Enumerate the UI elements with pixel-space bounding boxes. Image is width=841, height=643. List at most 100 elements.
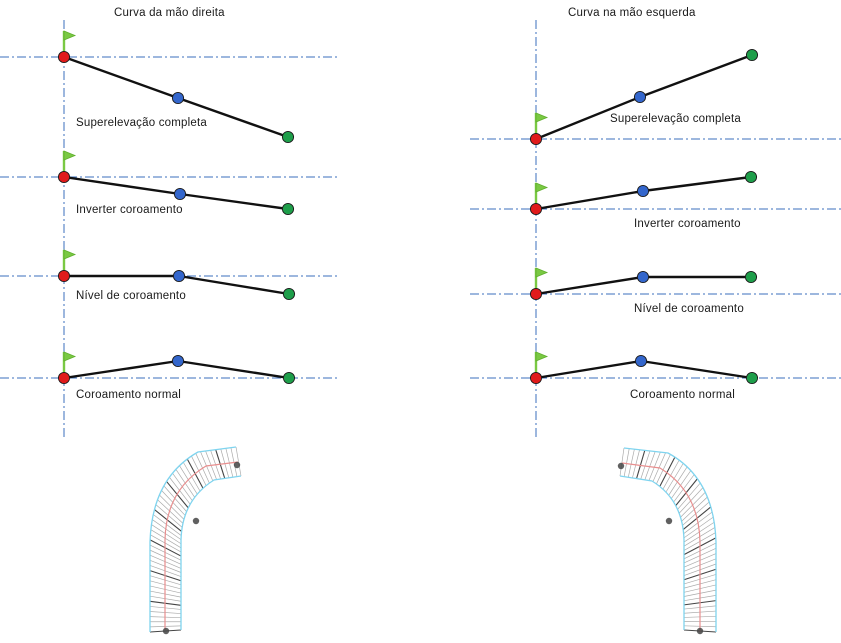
- profile-point-end[interactable]: [281, 130, 295, 144]
- profile-point-start-shape: [57, 170, 71, 184]
- plan-cross-section: [186, 458, 204, 489]
- plan-cross-section: [683, 568, 717, 581]
- plan-cross-section: [149, 600, 182, 606]
- plan-cross-section: [195, 453, 210, 484]
- station-flag-icon: [62, 249, 77, 276]
- plan-cross-section: [149, 616, 182, 619]
- profile-point-mid[interactable]: [172, 269, 186, 283]
- plan-cross-section: [683, 553, 717, 568]
- profile-point-mid-shape: [171, 354, 185, 368]
- station-flag-icon: [534, 267, 549, 294]
- profile-point-mid[interactable]: [636, 270, 650, 284]
- plan-cross-section: [627, 449, 635, 478]
- plan-cross-section: [683, 615, 717, 618]
- station-flag-icon: [62, 30, 77, 57]
- profile-point-end-shape: [745, 48, 759, 62]
- panel-title: Curva na mão esquerda: [568, 7, 696, 19]
- plan-cross-section: [152, 519, 182, 540]
- plan-cross-section: [683, 516, 714, 539]
- station-flag-icon-banner: [535, 112, 549, 123]
- stage-inverter-coroamento: [470, 170, 841, 216]
- plan-cross-section: [220, 448, 230, 478]
- profile-point-start-shape: [529, 202, 543, 216]
- plan-cross-section: [636, 450, 646, 479]
- profile-point-mid[interactable]: [636, 184, 650, 198]
- plan-cross-section: [149, 595, 182, 602]
- plan-cross-section: [683, 547, 717, 564]
- stage-nivel-de-coroamento: [470, 267, 841, 301]
- plan-cross-section: [670, 470, 692, 499]
- profile-point-start[interactable]: [57, 371, 71, 385]
- stage-profile-line: [534, 359, 754, 380]
- plan-marker-end[interactable]: [617, 462, 625, 470]
- plan-cross-section: [683, 584, 717, 593]
- plan-cross-section: [149, 580, 182, 590]
- profile-point-end[interactable]: [745, 371, 759, 385]
- profile-point-end[interactable]: [281, 202, 295, 216]
- profile-point-end[interactable]: [744, 270, 758, 284]
- plan-cross-section: [149, 560, 182, 573]
- stage-coroamento-normal: [0, 351, 340, 385]
- plan-cross-section: [683, 527, 716, 547]
- profile-point-mid[interactable]: [171, 354, 185, 368]
- profile-point-end[interactable]: [745, 48, 759, 62]
- profile-point-start[interactable]: [529, 202, 543, 216]
- plan-marker-end[interactable]: [233, 461, 241, 469]
- profile-point-start-shape: [57, 269, 71, 283]
- stage-profile-line: [62, 359, 291, 380]
- plan-cross-section: [179, 465, 198, 495]
- plan-cross-section: [683, 625, 717, 628]
- station-flag-icon: [534, 182, 549, 209]
- profile-point-start[interactable]: [529, 287, 543, 301]
- plan-marker-start[interactable]: [696, 627, 704, 635]
- plan-marker-mid[interactable]: [192, 517, 200, 525]
- plan-cross-section: [157, 499, 184, 524]
- plan-cross-section: [668, 466, 688, 496]
- profile-point-start[interactable]: [57, 269, 71, 283]
- profile-point-end[interactable]: [282, 371, 296, 385]
- profile-point-end-shape: [282, 371, 296, 385]
- plan-cross-section: [662, 459, 680, 490]
- plan-cross-section: [149, 544, 182, 561]
- plan-cross-section: [680, 492, 706, 518]
- profile-point-start[interactable]: [57, 170, 71, 184]
- plan-edge-line-left: [149, 446, 237, 632]
- panel-right-hand-curve: [0, 20, 340, 437]
- profile-point-end[interactable]: [282, 287, 296, 301]
- plan-cross-section: [175, 469, 195, 498]
- plan-cross-section: [149, 570, 182, 582]
- plan-edge-line-left: [619, 475, 685, 630]
- profile-point-start[interactable]: [57, 50, 71, 64]
- profile-point-start[interactable]: [529, 371, 543, 385]
- profile-point-end[interactable]: [744, 170, 758, 184]
- profile-point-start-shape: [529, 132, 543, 146]
- profile-point-mid[interactable]: [633, 90, 647, 104]
- plan-cross-section: [682, 506, 712, 530]
- plan-marker-mid[interactable]: [665, 517, 673, 525]
- plan-cross-section: [225, 448, 234, 478]
- station-flag-icon-banner: [63, 30, 77, 41]
- profile-point-mid[interactable]: [634, 354, 648, 368]
- plan-cross-section: [673, 474, 695, 503]
- plan-cross-section: [191, 455, 207, 486]
- profile-point-start[interactable]: [529, 132, 543, 146]
- plan-cross-section: [155, 504, 183, 528]
- plan-cross-section: [149, 625, 182, 628]
- plan-cross-section: [149, 590, 182, 598]
- stage-label: Superelevação completa: [610, 113, 741, 125]
- profile-point-end-shape: [282, 287, 296, 301]
- plan-cross-section: [683, 605, 717, 610]
- profile-point-mid[interactable]: [171, 91, 185, 105]
- plan-cross-section: [230, 447, 238, 477]
- profile-point-mid[interactable]: [173, 187, 187, 201]
- station-flag-icon: [62, 351, 77, 378]
- plan-centerline: [621, 462, 701, 632]
- plan-cross-section: [161, 490, 186, 516]
- plan-marker-start[interactable]: [162, 627, 170, 635]
- profile-point-mid-shape: [173, 187, 187, 201]
- plan-cross-section: [683, 542, 717, 560]
- stage-profile-line: [534, 275, 753, 296]
- plan-cross-section: [683, 574, 717, 585]
